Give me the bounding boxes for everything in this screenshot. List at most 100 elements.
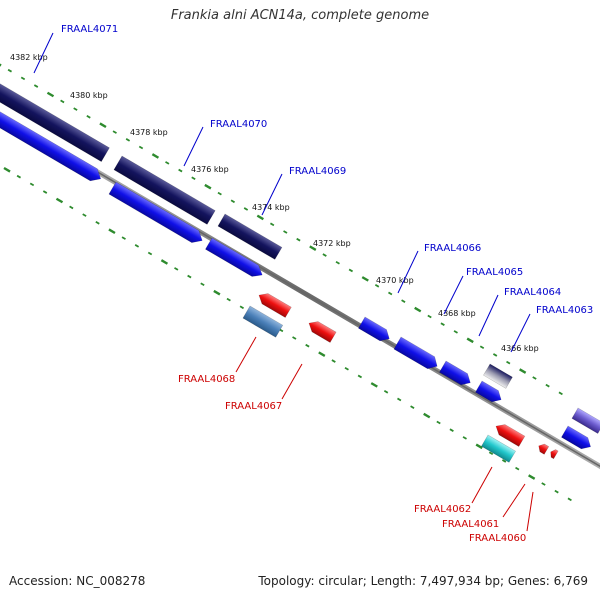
label-leader-line — [443, 275, 464, 315]
label-leader-line — [397, 250, 419, 294]
track-tick — [440, 322, 445, 326]
ruler-label: 4372 kbp — [313, 239, 351, 248]
gene-block-fraal4069b[interactable] — [205, 237, 265, 281]
gene-block-fraal4071b[interactable] — [0, 99, 104, 185]
track-tick — [138, 145, 144, 150]
track-tick — [217, 191, 222, 196]
track-tick — [541, 482, 546, 486]
map-title: Frankia alni ACN14a, complete genome — [170, 8, 430, 23]
track-tick — [410, 405, 415, 409]
track-tick — [388, 291, 393, 296]
gene-label-fraal4060[interactable]: FRAAL4060 — [469, 533, 526, 544]
track-tick — [46, 91, 55, 98]
gene-block-fraal4065[interactable] — [393, 336, 441, 372]
gene-label-fraal4066[interactable]: FRAAL4066 — [424, 243, 481, 254]
track-tick — [492, 353, 498, 357]
track-tick — [108, 228, 116, 235]
gene-block-right1[interactable] — [561, 425, 593, 452]
track-tick — [292, 336, 297, 340]
gene-label-fraal4063[interactable]: FRAAL4063 — [536, 305, 593, 316]
track-tick — [515, 466, 520, 471]
gene-label-fraal4068[interactable]: FRAAL4068 — [178, 374, 235, 385]
track-tick — [82, 213, 87, 217]
track-tick — [466, 337, 474, 344]
gene-block-fraal4070b[interactable] — [108, 181, 206, 247]
ruler-label: 4374 kbp — [252, 203, 290, 212]
gene-block-fraal4071[interactable] — [0, 71, 110, 162]
label-leader-line — [502, 483, 526, 518]
track-guides — [0, 63, 572, 502]
track-tick — [226, 297, 231, 302]
gene-label-fraal4070[interactable]: FRAAL4070 — [210, 119, 267, 130]
track-tick — [344, 366, 349, 371]
genome-summary-text: Topology: circular; Length: 7,497,934 bp… — [258, 574, 588, 588]
track-tick — [383, 390, 389, 394]
track-tick — [99, 122, 107, 129]
forward-gene-labels: FRAAL4071 FRAAL4070 FRAAL4069 FRAAL4066 … — [33, 24, 593, 353]
gene-block-fraal4063b[interactable] — [483, 363, 513, 389]
track-tick — [239, 305, 244, 310]
track-tick — [532, 376, 537, 380]
track-tick — [7, 68, 13, 73]
track-tick — [160, 259, 169, 265]
gene-block-fraal4069[interactable] — [217, 213, 283, 260]
label-leader-line — [510, 313, 531, 353]
gene-block-fraal4067[interactable] — [306, 318, 337, 343]
track-tick — [475, 443, 483, 450]
track-tick — [488, 451, 494, 456]
track-tick — [374, 284, 380, 288]
gene-features — [0, 71, 600, 463]
track-tick — [309, 245, 317, 251]
gene-block-fraal4066[interactable] — [358, 316, 392, 344]
label-leader-line — [281, 363, 303, 400]
gene-label-fraal4065[interactable]: FRAAL4065 — [466, 267, 523, 278]
ruler-label: 4366 kbp — [501, 344, 539, 353]
track-tick — [29, 182, 35, 187]
track-tick — [318, 351, 326, 357]
gene-label-fraal4064[interactable]: FRAAL4064 — [504, 287, 561, 298]
gene-block-right2[interactable] — [571, 407, 600, 434]
track-tick — [16, 174, 22, 179]
gene-block-fraal4068b[interactable] — [242, 305, 284, 338]
gene-label-fraal4061[interactable]: FRAAL4061 — [442, 519, 499, 530]
track-tick — [335, 260, 340, 265]
track-tick — [112, 130, 117, 134]
label-leader-line — [526, 491, 534, 532]
label-leader-line — [478, 294, 499, 337]
track-tick — [545, 383, 550, 388]
gene-block-fraal4062[interactable] — [493, 421, 526, 447]
track-tick — [95, 220, 100, 225]
gene-block-fraal4062b[interactable] — [481, 434, 516, 463]
ruler-label: 4370 kbp — [376, 276, 414, 285]
track-tick — [449, 428, 454, 432]
track-tick — [423, 412, 431, 419]
track-tick — [165, 161, 170, 165]
track-tick — [0, 63, 2, 67]
ruler-label: 4378 kbp — [130, 128, 168, 137]
gene-label-fraal4067[interactable]: FRAAL4067 — [225, 401, 282, 412]
gene-block-fraal4070[interactable] — [113, 155, 216, 225]
track-tick — [178, 168, 183, 173]
track-tick — [401, 299, 406, 303]
gene-block-fraal4068[interactable] — [256, 290, 292, 318]
gene-label-fraal4062[interactable]: FRAAL4062 — [414, 504, 471, 515]
gene-label-fraal4069[interactable]: FRAAL4069 — [289, 166, 346, 177]
gene-block-fraal4063[interactable] — [475, 380, 504, 405]
track-tick — [427, 314, 432, 319]
track-tick — [519, 368, 527, 374]
ruler-label: 4368 kbp — [438, 309, 476, 318]
track-tick — [283, 230, 288, 234]
track-tick — [436, 420, 441, 425]
ruler-label: 4382 kbp — [10, 53, 48, 62]
track-tick — [453, 330, 458, 334]
track-tick — [134, 244, 140, 248]
track-tick — [3, 166, 11, 173]
gene-block-fraal4061[interactable] — [536, 442, 550, 455]
label-leader-line — [183, 126, 204, 167]
track-tick — [361, 276, 369, 282]
gene-block-fraal4060[interactable] — [548, 448, 559, 460]
track-tick — [243, 207, 249, 211]
gene-label-fraal4071[interactable]: FRAAL4071 — [61, 24, 118, 35]
track-tick — [296, 237, 301, 242]
gene-block-fraal4064[interactable] — [439, 360, 473, 388]
